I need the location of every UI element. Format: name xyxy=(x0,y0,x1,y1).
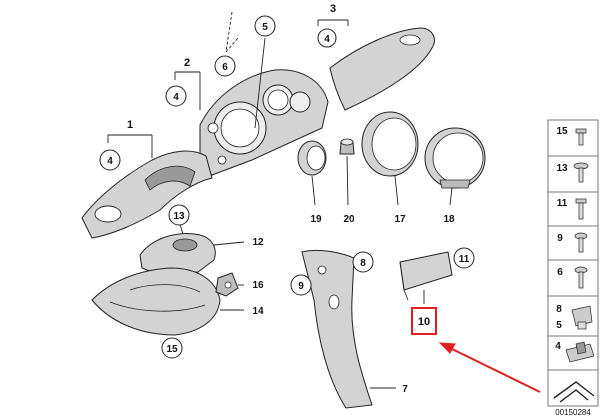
callout-7: 7 xyxy=(402,384,408,395)
callout-20: 20 xyxy=(343,214,355,225)
callout-circle-8 xyxy=(352,251,374,273)
part-14-lower-column-cover xyxy=(91,267,244,336)
callout-circle-4c xyxy=(317,28,337,48)
callout-16: 16 xyxy=(252,280,264,291)
part-20-knob xyxy=(339,138,355,206)
fastener-label-9: 9 xyxy=(557,233,563,244)
fastener-label-11: 11 xyxy=(557,198,568,209)
callout-6-leaders xyxy=(225,11,239,53)
callout-12: 12 xyxy=(252,237,264,248)
part-19-small-ring xyxy=(297,140,327,206)
part-17-large-ring xyxy=(361,111,419,206)
fastener-label-13: 13 xyxy=(556,163,568,174)
callout-4a: 4 xyxy=(107,156,113,167)
part-10-cover-strip xyxy=(399,251,453,304)
screw-15-icon xyxy=(575,128,587,146)
screw-6-icon xyxy=(574,266,588,289)
callout-8: 8 xyxy=(360,258,366,269)
callout-15: 15 xyxy=(166,344,178,355)
fastener-label-15: 15 xyxy=(556,126,568,137)
bracket-icon xyxy=(553,381,595,403)
callout-4c: 4 xyxy=(324,34,330,45)
callout-10: 10 xyxy=(418,316,430,328)
part-3-upper-cover xyxy=(317,19,435,111)
callout-6: 6 xyxy=(222,62,228,73)
fastener-panel xyxy=(547,119,599,407)
callout-circle-15 xyxy=(161,337,183,359)
callout-4b: 4 xyxy=(173,92,179,103)
screw-13-icon xyxy=(573,162,589,183)
callout-17: 17 xyxy=(394,214,406,225)
fastener-label-8: 8 xyxy=(556,304,562,315)
callout-18: 18 xyxy=(443,214,455,225)
callout-circle-11 xyxy=(453,247,475,269)
callout-13: 13 xyxy=(173,211,185,222)
callout-11: 11 xyxy=(459,254,470,265)
part-1-left-trim xyxy=(81,134,213,239)
part-16-clip xyxy=(215,272,244,297)
callout-3: 3 xyxy=(330,3,336,15)
callout-circle-6 xyxy=(214,55,236,77)
part-18-bezel-ring xyxy=(424,127,486,206)
callout-5: 5 xyxy=(262,22,268,33)
highlight-box-10 xyxy=(411,307,437,335)
callout-circle-4a xyxy=(99,149,121,171)
callout-9: 9 xyxy=(298,281,304,292)
callout-14: 14 xyxy=(252,306,264,317)
fastener-label-5: 5 xyxy=(556,320,562,331)
part-12-upper-column-cover xyxy=(139,223,245,276)
clip-8-5-icon xyxy=(571,305,593,330)
callout-circle-9 xyxy=(290,274,312,296)
callout-circle-4b xyxy=(165,85,187,107)
screw-9-icon xyxy=(574,232,588,253)
callout-1: 1 xyxy=(127,119,133,131)
callout-19: 19 xyxy=(310,214,322,225)
callout-circle-13 xyxy=(168,204,190,226)
callout-2: 2 xyxy=(184,57,190,69)
callout-circle-5 xyxy=(254,15,276,37)
screw-11-icon xyxy=(575,198,587,220)
callout-2-bracket xyxy=(174,71,201,110)
reference-number: 00150284 xyxy=(555,408,591,417)
highlight-arrow xyxy=(438,342,541,393)
fastener-label-4: 4 xyxy=(555,341,561,352)
fastener-label-6: 6 xyxy=(557,267,563,278)
part-7-pillar-trim xyxy=(301,249,396,409)
part-5-cluster-housing xyxy=(199,37,329,176)
clip-4-icon xyxy=(565,341,595,363)
